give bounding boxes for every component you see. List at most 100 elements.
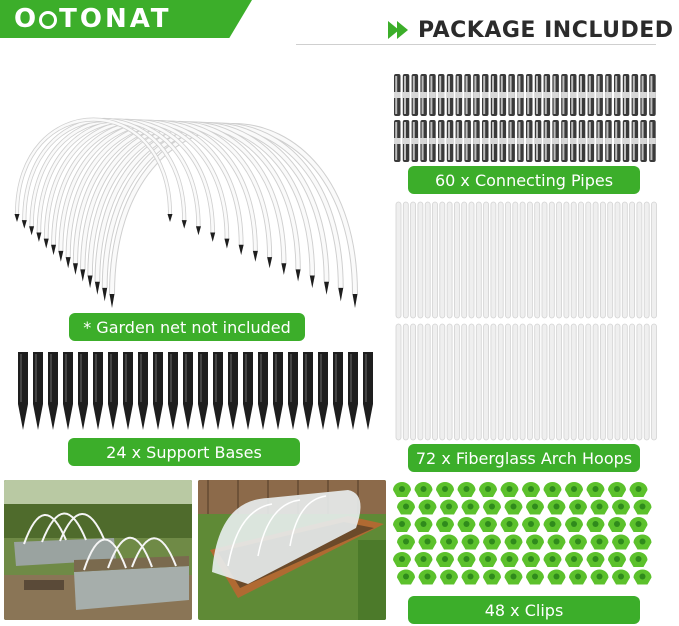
fiberglass-rod <box>651 201 657 319</box>
fiberglass-rod <box>483 323 489 441</box>
fiberglass-rod <box>629 323 636 441</box>
fiberglass-rod <box>483 201 489 319</box>
fiberglass-rod <box>578 323 584 441</box>
fiberglass-rod <box>454 323 460 441</box>
support-base <box>138 352 148 430</box>
fiberglass-rod <box>439 201 446 319</box>
fiberglass-rod <box>402 201 409 319</box>
support-base <box>183 352 193 430</box>
support-base <box>363 352 373 430</box>
support-base <box>273 352 283 430</box>
fiberglass-rod <box>395 323 402 441</box>
connecting-pipes-label: 60 x Connecting Pipes <box>408 166 640 194</box>
support-base <box>93 352 103 430</box>
fiberglass-rod <box>563 201 570 319</box>
fiberglass-rod <box>439 323 446 441</box>
net-not-included-label: * Garden net not included <box>69 313 305 341</box>
support-base <box>243 352 253 430</box>
arch-hoops-illustration <box>14 117 358 308</box>
support-base <box>288 352 298 430</box>
fiberglass-rod <box>468 201 475 319</box>
fiberglass-rod <box>475 201 482 319</box>
support-bases-image <box>18 352 373 430</box>
support-base <box>168 352 178 430</box>
fiberglass-rod <box>548 323 555 441</box>
fiberglass-rod <box>432 323 438 441</box>
support-base <box>228 352 238 430</box>
fiberglass-rod <box>512 201 519 319</box>
fiberglass-rod <box>643 201 650 319</box>
brand-sun-icon <box>39 10 58 29</box>
double-arrow-icon <box>388 21 410 39</box>
support-base <box>153 352 163 430</box>
fiberglass-rod <box>395 201 402 319</box>
fiberglass-rod <box>519 323 526 441</box>
net-covered-bed-photo <box>198 480 386 620</box>
support-base <box>108 352 118 430</box>
fiberglass-rod <box>599 323 606 441</box>
fiberglass-rod <box>468 323 475 441</box>
fiberglass-rod <box>629 201 636 319</box>
support-base <box>258 352 268 430</box>
fiberglass-rod <box>424 201 431 319</box>
fiberglass-rod <box>541 201 548 319</box>
fiberglass-rod <box>505 201 511 319</box>
support-base <box>63 352 73 430</box>
fiberglass-rod <box>643 323 650 441</box>
fiberglass-rod <box>607 201 614 319</box>
arch-hoop <box>15 118 172 215</box>
fiberglass-rod <box>475 323 482 441</box>
support-base <box>33 352 43 430</box>
fiberglass-rod <box>592 201 599 319</box>
fiberglass-rod <box>592 323 599 441</box>
fiberglass-rod <box>614 201 621 319</box>
fiberglass-rod <box>548 201 555 319</box>
fiberglass-rod <box>417 323 424 441</box>
fiberglass-rod <box>497 201 504 319</box>
fiberglass-rod <box>526 323 533 441</box>
fiberglass-rod <box>461 201 468 319</box>
clips-label: 48 x Clips <box>408 596 640 624</box>
fiberglass-rod <box>585 201 592 319</box>
fiberglass-rod <box>578 201 584 319</box>
fiberglass-rod <box>556 201 563 319</box>
connecting-pipes-image <box>394 74 656 162</box>
fiberglass-rod <box>651 323 657 441</box>
fiberglass-rod <box>497 323 504 441</box>
fiberglass-rod <box>563 323 570 441</box>
support-base <box>348 352 358 430</box>
fiberglass-rod <box>636 323 643 441</box>
fiberglass-rod <box>570 323 577 441</box>
fiberglass-rod <box>417 201 424 319</box>
fiberglass-rods-image <box>395 201 657 441</box>
fiberglass-rod <box>541 323 548 441</box>
support-base <box>123 352 133 430</box>
fiberglass-rod <box>519 201 526 319</box>
header-divider <box>296 44 656 45</box>
raised-bed-photo <box>4 480 192 620</box>
fiberglass-rod <box>454 201 460 319</box>
support-base <box>48 352 58 430</box>
clips-image <box>393 482 652 585</box>
fiberglass-rod <box>614 323 621 441</box>
fiberglass-rod <box>526 201 533 319</box>
fiberglass-rod <box>512 323 519 441</box>
fiberglass-rod <box>585 323 592 441</box>
support-base <box>213 352 223 430</box>
fiberglass-rod <box>556 323 563 441</box>
support-bases-label: 24 x Support Bases <box>68 438 300 466</box>
fiberglass-rod <box>621 323 628 441</box>
fiberglass-rod <box>636 201 643 319</box>
fiberglass-rod <box>446 323 453 441</box>
fiberglass-rod <box>490 323 497 441</box>
package-header: PACKAGE INCLUDED <box>388 14 674 46</box>
package-title: PACKAGE INCLUDED <box>418 17 674 43</box>
fiberglass-rod <box>446 201 453 319</box>
arch-hoops-label: 72 x Fiberglass Arch Hoops <box>408 444 640 472</box>
fiberglass-rod <box>621 201 628 319</box>
fiberglass-rod <box>461 323 468 441</box>
support-base <box>198 352 208 430</box>
fiberglass-rod <box>432 201 438 319</box>
